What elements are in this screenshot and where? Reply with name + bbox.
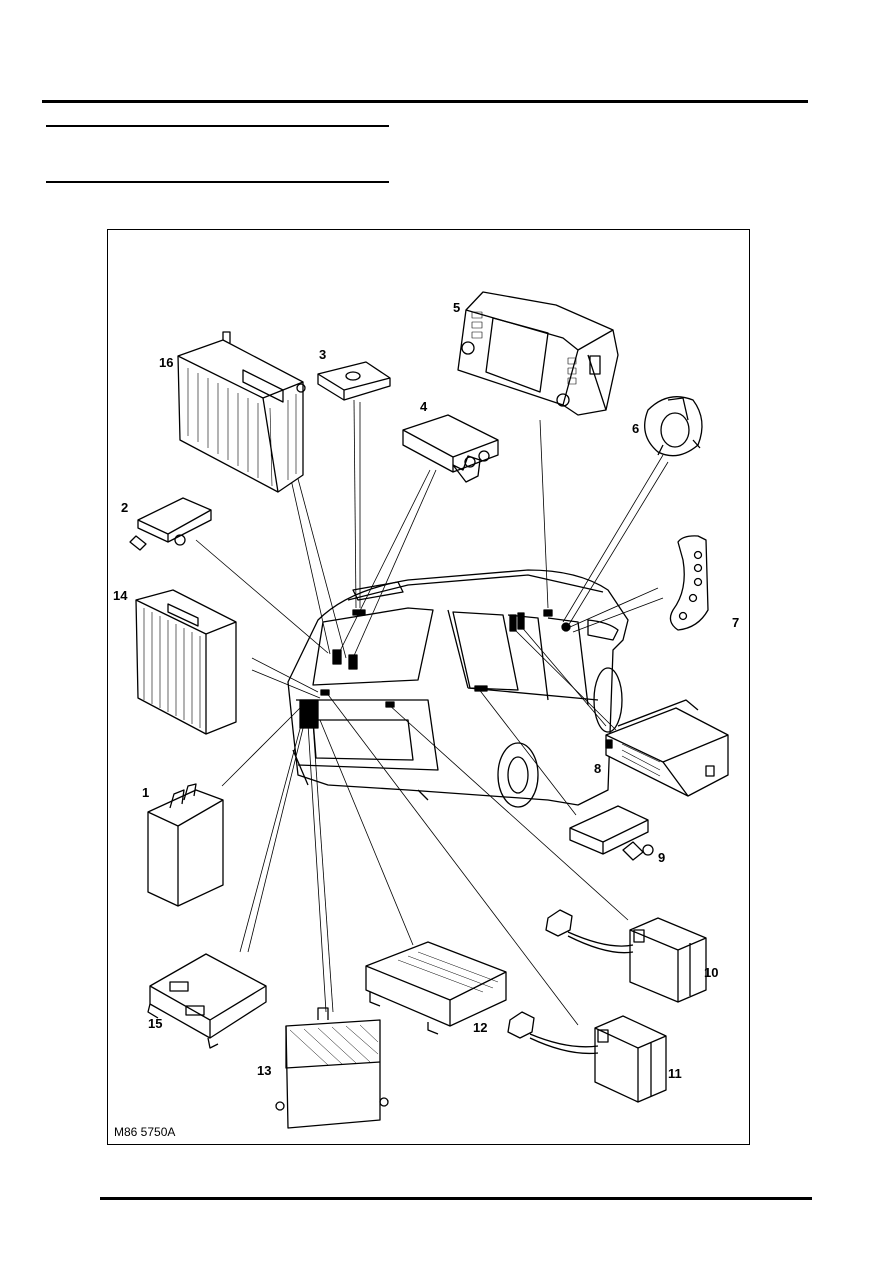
component-location-diagram: 1 2 3 4 5 6 7 8 9 10 11 12 13 14 15 16 M… xyxy=(107,229,750,1145)
callout-10: 10 xyxy=(704,965,718,980)
component-11-module xyxy=(507,1011,667,1103)
callout-13: 13 xyxy=(257,1063,271,1078)
component-9-module xyxy=(569,805,654,861)
component-14-module xyxy=(135,589,237,735)
component-1-module xyxy=(147,783,224,907)
callout-8: 8 xyxy=(594,761,601,776)
component-10-module xyxy=(545,909,707,1003)
component-12-module xyxy=(365,941,507,1035)
component-15-module xyxy=(147,953,267,1049)
callout-12: 12 xyxy=(473,1020,487,1035)
callout-15: 15 xyxy=(148,1016,162,1031)
callout-6: 6 xyxy=(632,421,639,436)
callout-3: 3 xyxy=(319,347,326,362)
header-rule-top xyxy=(42,100,808,103)
component-5-display-unit xyxy=(457,291,619,416)
component-13-module xyxy=(275,1007,389,1129)
component-6-rotary-coupler xyxy=(644,396,703,457)
component-8-cd-changer xyxy=(605,699,729,797)
callout-2: 2 xyxy=(121,500,128,515)
callout-11: 11 xyxy=(668,1066,682,1081)
callout-5: 5 xyxy=(453,300,460,315)
figure-code: M86 5750A xyxy=(114,1125,175,1139)
callout-1: 1 xyxy=(142,785,149,800)
callout-7: 7 xyxy=(732,615,739,630)
header-rule-short-2 xyxy=(46,181,389,183)
vehicle-illustration xyxy=(287,569,629,808)
callout-14: 14 xyxy=(113,588,128,603)
header-rule-short-1 xyxy=(46,125,389,127)
diagram-drawing: 1 2 3 4 5 6 7 8 9 10 11 12 13 14 15 16 M… xyxy=(113,291,739,1139)
component-2-module xyxy=(129,497,212,551)
component-16-amplifier xyxy=(177,331,306,493)
component-7-steering-switches xyxy=(669,535,709,631)
footer-rule xyxy=(100,1197,812,1200)
callout-9: 9 xyxy=(658,850,665,865)
component-3-module xyxy=(317,361,391,401)
leader-lines xyxy=(195,399,669,1026)
callout-4: 4 xyxy=(420,399,428,414)
component-4-module xyxy=(402,414,499,483)
callout-16: 16 xyxy=(159,355,173,370)
